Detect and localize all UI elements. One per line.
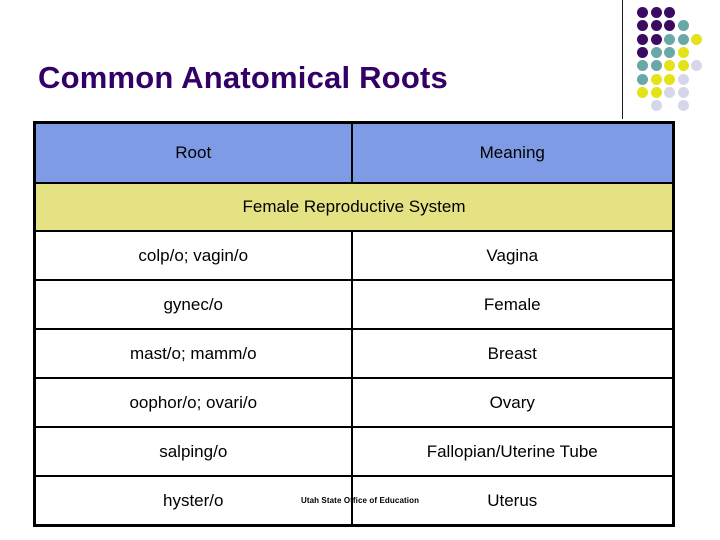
cell-root: hyster/o xyxy=(33,475,353,527)
decorative-dot xyxy=(637,20,648,32)
decorative-dot xyxy=(637,73,648,85)
decorative-dot xyxy=(664,46,676,58)
decorative-dot xyxy=(637,7,648,18)
decorative-dot xyxy=(664,73,676,85)
decorative-dot xyxy=(650,60,662,72)
decorative-dot xyxy=(650,86,662,98)
decorative-dot xyxy=(664,86,676,98)
cell-meaning: Fallopian/Uterine Tube xyxy=(350,426,675,477)
cell-root: salping/o xyxy=(33,426,353,477)
cell-root: oophor/o; ovari/o xyxy=(33,377,353,428)
decorative-dot xyxy=(637,46,648,58)
decorative-dot xyxy=(677,86,689,98)
header-divider-rule xyxy=(622,0,623,119)
decorative-dot xyxy=(650,20,662,32)
cell-meaning: Ovary xyxy=(350,377,675,428)
decorative-dot xyxy=(650,100,662,112)
decorative-dot xyxy=(664,7,676,18)
decorative-dot xyxy=(650,46,662,58)
cell-root: colp/o; vagin/o xyxy=(33,230,353,281)
decorative-dot xyxy=(650,33,662,45)
section-label: Female Reproductive System xyxy=(33,182,675,232)
cell-meaning: Breast xyxy=(350,328,675,379)
column-header-meaning: Meaning xyxy=(350,121,675,184)
decorative-dot xyxy=(650,7,662,18)
decorative-dot xyxy=(677,73,689,85)
decorative-dot xyxy=(664,33,676,45)
decorative-dot xyxy=(677,100,689,112)
decorative-dot xyxy=(677,20,689,32)
decorative-dot xyxy=(691,33,703,45)
decorative-dot-grid xyxy=(637,7,709,117)
cell-meaning: Vagina xyxy=(350,230,675,281)
decorative-dot xyxy=(677,33,689,45)
table-header-row: Root Meaning xyxy=(33,121,675,184)
decorative-dot xyxy=(677,46,689,58)
decorative-dot xyxy=(677,60,689,72)
decorative-dot xyxy=(637,86,648,98)
decorative-dot xyxy=(664,60,676,72)
cell-root: gynec/o xyxy=(33,279,353,330)
decorative-dot xyxy=(637,33,648,45)
decorative-dot xyxy=(637,60,648,72)
cell-meaning: Female xyxy=(350,279,675,330)
decorative-dot xyxy=(650,73,662,85)
cell-meaning: Uterus xyxy=(350,475,675,527)
cell-root: mast/o; mamm/o xyxy=(33,328,353,379)
page-title: Common Anatomical Roots xyxy=(38,60,448,95)
table-section-row: Female Reproductive System xyxy=(33,182,675,232)
column-header-root: Root xyxy=(33,121,353,184)
anatomical-roots-table: Root Meaning Female Reproductive System … xyxy=(33,121,675,527)
decorative-dot xyxy=(691,60,703,72)
decorative-dot xyxy=(664,20,676,32)
